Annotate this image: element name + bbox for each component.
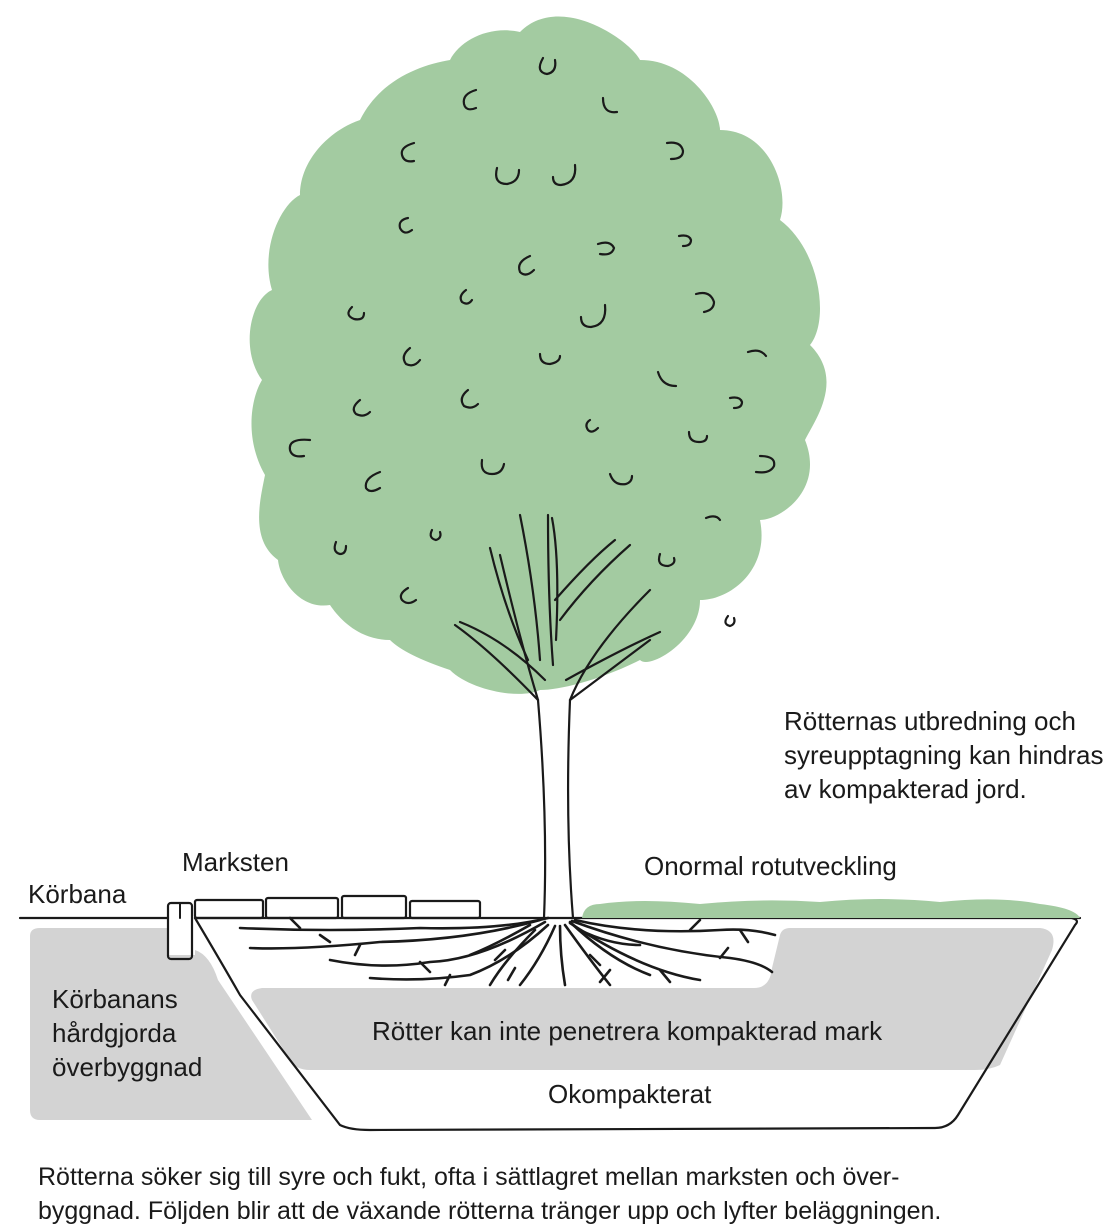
c-shaped-leaf-icon <box>551 163 577 187</box>
c-shaped-leaf-icon <box>538 352 562 366</box>
leaf-marks <box>288 56 776 628</box>
c-shaped-leaf-icon <box>480 458 506 476</box>
c-shaped-leaf-icon <box>495 166 521 186</box>
c-shaped-leaf-icon <box>288 438 312 458</box>
c-shaped-leaf-icon <box>677 234 693 248</box>
c-shaped-leaf-icon <box>585 418 600 433</box>
c-shaped-leaf-icon <box>579 303 607 329</box>
c-shaped-leaf-icon <box>352 398 372 417</box>
c-shaped-leaf-icon <box>704 515 722 522</box>
label-line: överbyggnad <box>52 1052 203 1082</box>
c-shaped-leaf-icon <box>538 56 557 76</box>
c-shaped-leaf-icon <box>754 454 776 474</box>
c-shaped-leaf-icon <box>687 430 709 444</box>
label-kompakterad-mark: Rötter kan inte penetrera kompakterad ma… <box>372 1016 883 1046</box>
label-onormal-rotutveckling: Onormal rotutveckling <box>644 851 897 881</box>
paving-stone <box>193 898 265 920</box>
c-shaped-leaf-icon <box>724 614 736 628</box>
c-shaped-leaf-icon <box>398 216 414 234</box>
c-shaped-leaf-icon <box>746 349 768 358</box>
abnormal-root-strip <box>582 899 1080 918</box>
paving-stone <box>340 894 408 920</box>
c-shaped-leaf-icon <box>608 472 634 486</box>
label-line: syreupptagning kan hindras <box>784 740 1104 770</box>
caption-line: Rötterna söker sig till syre och fukt, o… <box>38 1163 900 1191</box>
label-korbanans-overbyggnad: Körbanans hårdgjorda överbyggnad <box>52 982 202 1084</box>
caption-line: byggnad. Följden blir att de växande röt… <box>38 1197 942 1225</box>
c-shaped-leaf-icon <box>402 346 422 367</box>
label-line: Rötternas utbredning och <box>784 706 1076 736</box>
c-shaped-leaf-icon <box>347 305 366 321</box>
pit-outline <box>193 916 1079 1132</box>
c-shaped-leaf-icon <box>596 241 616 256</box>
roots <box>238 916 777 987</box>
label-line: Körbanans <box>52 984 178 1014</box>
c-shaped-leaf-icon <box>657 552 676 568</box>
paving-stone <box>264 896 340 920</box>
c-shaped-leaf-icon <box>429 528 442 542</box>
paving-stone <box>408 899 482 920</box>
c-shaped-leaf-icon <box>518 254 536 276</box>
label-korbana: Körbana <box>28 879 127 909</box>
label-line: av kompakterad jord. <box>784 774 1027 804</box>
c-shaped-leaf-icon <box>728 396 744 410</box>
c-shaped-leaf-icon <box>399 586 418 605</box>
label-okompakterat: Okompakterat <box>548 1079 712 1109</box>
c-shaped-leaf-icon <box>601 96 619 114</box>
c-shaped-leaf-icon <box>694 291 716 314</box>
label-rotternas-utbredning: Rötternas utbredning och syreupptagning … <box>784 704 1103 806</box>
trunk-and-branches <box>453 513 662 920</box>
compacted-zone <box>251 928 1054 1070</box>
c-shaped-leaf-icon <box>460 388 480 409</box>
c-shaped-leaf-icon <box>333 540 348 556</box>
c-shaped-leaf-icon <box>400 141 416 163</box>
c-shaped-leaf-icon <box>364 470 382 493</box>
c-shaped-leaf-icon <box>656 370 678 388</box>
c-shaped-leaf-icon <box>462 88 478 111</box>
c-shaped-leaf-icon <box>665 141 685 161</box>
label-marksten: Marksten <box>182 847 289 877</box>
caption: Rötterna söker sig till syre och fukt, o… <box>38 1160 1098 1228</box>
road-base-zone <box>30 928 312 1120</box>
c-shaped-leaf-icon <box>459 288 474 305</box>
label-line: hårdgjorda <box>52 1018 177 1048</box>
gray-zones <box>30 928 1054 1120</box>
tree-canopy <box>249 16 827 694</box>
